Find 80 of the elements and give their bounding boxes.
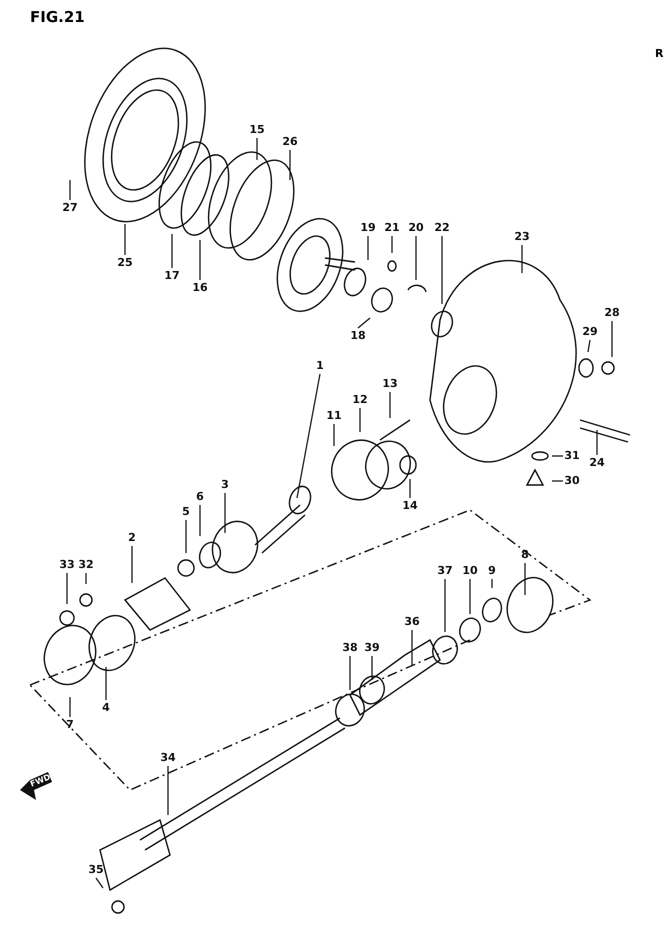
callout-number: 37 (437, 565, 453, 577)
callout-number: 35 (88, 864, 104, 876)
callout-number: 1 (316, 360, 324, 372)
leader-line (199, 505, 201, 536)
leader-line (521, 245, 523, 273)
callout-number: 18 (350, 330, 366, 342)
callout-number: 7 (66, 719, 74, 731)
leader-line (171, 234, 173, 268)
callout-number: 9 (488, 565, 496, 577)
callout-number: 3 (221, 479, 229, 491)
leader-line (469, 579, 471, 614)
leader-line (256, 138, 258, 160)
figure-number: FIG.21 (30, 10, 85, 25)
callout-number: 31 (564, 450, 580, 462)
leader-line (349, 656, 351, 690)
callout-number: 30 (564, 475, 580, 487)
leader-line (552, 455, 563, 457)
leader-line (358, 318, 370, 328)
leader-line (66, 573, 68, 604)
callout-number: 33 (59, 559, 75, 571)
leader-line (69, 697, 71, 717)
callout-number: 14 (402, 500, 418, 512)
callout-number: 34 (160, 752, 176, 764)
callout-number: 39 (364, 642, 380, 654)
leader-line (409, 479, 411, 498)
callout-number: 36 (404, 616, 420, 628)
leader-line (359, 408, 361, 432)
leader-line (552, 480, 563, 482)
callout-number: 20 (408, 222, 424, 234)
leader-line (524, 563, 526, 595)
callout-number: 29 (582, 326, 598, 338)
leader-line (596, 430, 598, 455)
callout-number: 38 (342, 642, 358, 654)
leader-line (289, 150, 291, 180)
leader-line (411, 630, 413, 665)
leader-line (96, 878, 104, 888)
leader-line (167, 766, 169, 815)
callout-number: 32 (78, 559, 94, 571)
callout-number: 12 (352, 394, 368, 406)
callout-number: 4 (102, 702, 110, 714)
section-letter: R (655, 48, 664, 59)
callout-number: 19 (360, 222, 376, 234)
leader-line (444, 579, 446, 632)
leader-line (85, 573, 87, 584)
callout-number: 17 (164, 270, 180, 282)
callout-number: 25 (117, 257, 133, 269)
callout-number: 24 (589, 457, 605, 469)
leader-line (415, 236, 417, 280)
leader-line (333, 424, 335, 446)
callout-number: 23 (514, 231, 530, 243)
leader-line (389, 392, 391, 418)
leader-line (185, 520, 187, 553)
leader-line (371, 656, 373, 680)
callout-number: 26 (282, 136, 298, 148)
leader-line (611, 321, 613, 357)
callout-number: 15 (249, 124, 265, 136)
callout-number: 21 (384, 222, 400, 234)
leader-line (131, 546, 133, 583)
callout-number: 27 (62, 202, 78, 214)
callout-number: 22 (434, 222, 450, 234)
callout-number: 28 (604, 307, 620, 319)
direction-label: FWD (29, 773, 52, 789)
callout-number: 13 (382, 378, 398, 390)
leader-line (587, 340, 591, 352)
callout-number: 11 (326, 410, 342, 422)
callout-number: 2 (128, 532, 136, 544)
leader-line (296, 374, 321, 498)
leader-line (69, 180, 71, 200)
leader-line (391, 236, 393, 253)
leader-line (224, 493, 226, 533)
leader-line (105, 667, 107, 700)
callout-number: 5 (182, 506, 190, 518)
leader-line (124, 224, 126, 255)
leader-line (199, 240, 201, 280)
callout-number: 6 (196, 491, 204, 503)
callout-number: 16 (192, 282, 208, 294)
leader-line (441, 236, 443, 304)
leader-line (491, 579, 493, 588)
leader-line (367, 236, 369, 260)
callout-number: 10 (462, 565, 478, 577)
